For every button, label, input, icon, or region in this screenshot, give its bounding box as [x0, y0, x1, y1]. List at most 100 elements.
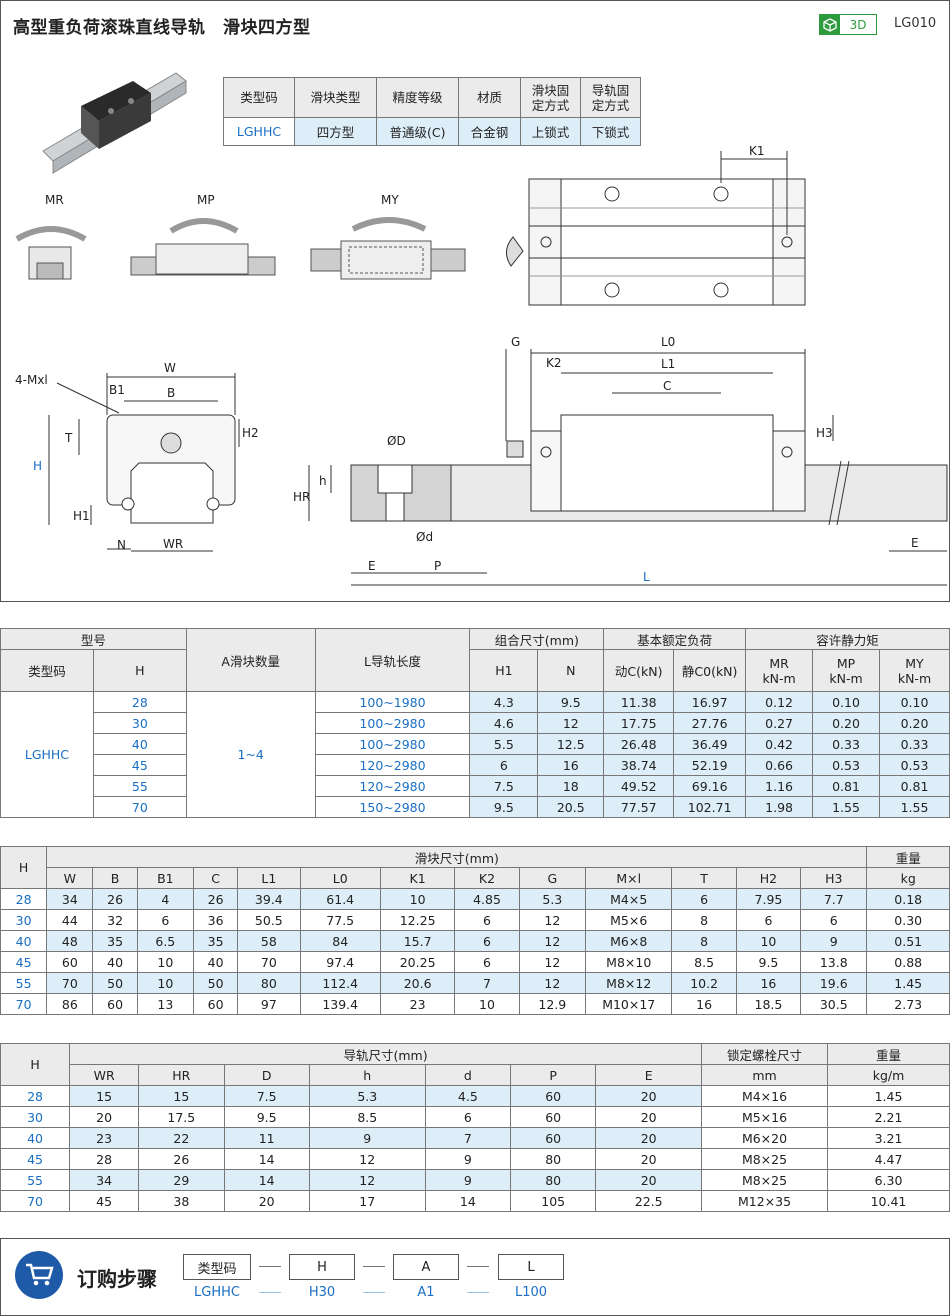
spec-value-block-fix: 上锁式	[520, 117, 581, 146]
technical-drawing: MR MP MY	[15, 72, 948, 586]
front-view-drawing: W B B1 4-Mxl H T H1 H2 N WR	[15, 361, 259, 552]
table-cell: 50	[192, 972, 239, 994]
table-cell: 32	[92, 909, 138, 931]
t2-h: 30	[0, 909, 48, 931]
table-cell: 6	[454, 909, 520, 931]
svg-text:G: G	[511, 335, 520, 349]
table-cell: 10	[136, 972, 194, 994]
svg-text:ØD: ØD	[387, 434, 406, 448]
table-cell: 1.16	[745, 775, 814, 797]
table-cell: 70	[237, 951, 301, 973]
top-view-drawing: K1	[506, 144, 806, 306]
t3-header-weight: 重量	[827, 1043, 950, 1065]
spec-value-type-code: LGHHC	[223, 117, 295, 146]
table-cell: 15	[69, 1085, 140, 1107]
table-cell: 12.5	[537, 733, 605, 755]
order-dash-1	[259, 1266, 281, 1267]
table-cell: 0.20	[812, 712, 880, 734]
svg-text:C: C	[663, 379, 671, 393]
t3-col: d	[424, 1064, 512, 1086]
table-cell: 13.8	[800, 951, 868, 973]
table-cell: 12	[518, 972, 587, 994]
t3-header-h: H	[0, 1043, 71, 1086]
product-overview-panel: 高型重负荷滚珠直线导轨 滑块四方型 3D LG010 类型码 滑块类型 精度等级…	[0, 0, 950, 602]
table-cell: 10	[454, 993, 520, 1015]
table-cell: 60	[510, 1127, 597, 1149]
svg-text:N: N	[117, 538, 126, 552]
t3-col: P	[510, 1064, 597, 1086]
table-cell: 6	[800, 909, 868, 931]
table-cell: 14	[424, 1190, 512, 1212]
table-cell: 20	[595, 1085, 703, 1107]
table-cell: 17	[308, 1190, 426, 1212]
spec-header-rail-fix: 导轨固定方式	[580, 77, 641, 118]
t1-header-qty: A滑块数量	[185, 628, 316, 692]
table-cell: 12	[308, 1148, 426, 1170]
table-cell: 2.21	[827, 1106, 950, 1128]
table-cell: 52.19	[673, 754, 747, 776]
t3-col: E	[595, 1064, 703, 1086]
table-cell: M8×12	[584, 972, 673, 994]
svg-text:MP: MP	[197, 193, 215, 207]
table-cell: 4	[136, 888, 194, 910]
table-cell: 28	[69, 1148, 140, 1170]
t3-header-bolt: 锁定螺栓尺寸	[701, 1043, 828, 1065]
order-box-l: L	[498, 1254, 564, 1280]
t3-col-bolt-unit: mm	[701, 1064, 828, 1086]
spec-value-accuracy: 普通级(C)	[376, 117, 459, 146]
table-cell: 10	[735, 930, 802, 952]
t3-h: 28	[0, 1085, 71, 1107]
order-example-dash-3	[467, 1292, 489, 1293]
t3-col: D	[223, 1064, 310, 1086]
table-cell: 11.38	[603, 691, 675, 713]
t2-col: C	[192, 867, 239, 889]
table-cell: 80	[510, 1148, 597, 1170]
table-cell: 0.66	[745, 754, 814, 776]
t2-col: T	[671, 867, 737, 889]
3d-model-button[interactable]: 3D	[819, 14, 877, 35]
table-cell: 6	[454, 951, 520, 973]
table-cell: 48	[46, 930, 94, 952]
table-cell: 16	[735, 972, 802, 994]
table-cell: 9	[800, 930, 868, 952]
t1-h: 55	[92, 775, 187, 797]
spec-header-block-type: 滑块类型	[294, 77, 377, 118]
table-cell: 0.18	[866, 888, 950, 910]
spec-header-material: 材质	[458, 77, 521, 118]
table-cell: M6×8	[584, 930, 673, 952]
product-image	[42, 72, 187, 174]
t1-h: 40	[92, 733, 187, 755]
table-cell: 7.95	[735, 888, 802, 910]
table-cell: 0.30	[866, 909, 950, 931]
table-cell: 9.5	[223, 1106, 310, 1128]
table-cell: 22	[138, 1127, 225, 1149]
t1-col-sta: 静C0(kN)	[673, 649, 747, 692]
table-cell: 1.45	[827, 1085, 950, 1107]
table-cell: 12	[518, 909, 587, 931]
svg-text:E: E	[911, 536, 919, 550]
svg-text:T: T	[64, 431, 73, 445]
table-cell: 2.73	[866, 993, 950, 1015]
spec-header-type-code: 类型码	[223, 77, 295, 118]
t1-header-h: H	[92, 649, 187, 692]
table-cell: 8	[671, 930, 737, 952]
table-cell: 60	[192, 993, 239, 1015]
table-cell: 18	[537, 775, 605, 797]
t1-length: 100~1980	[314, 691, 471, 713]
t1-header-moment: 容许静力矩	[745, 628, 950, 650]
table-cell: 36.49	[673, 733, 747, 755]
table-cell: 17.5	[138, 1106, 225, 1128]
